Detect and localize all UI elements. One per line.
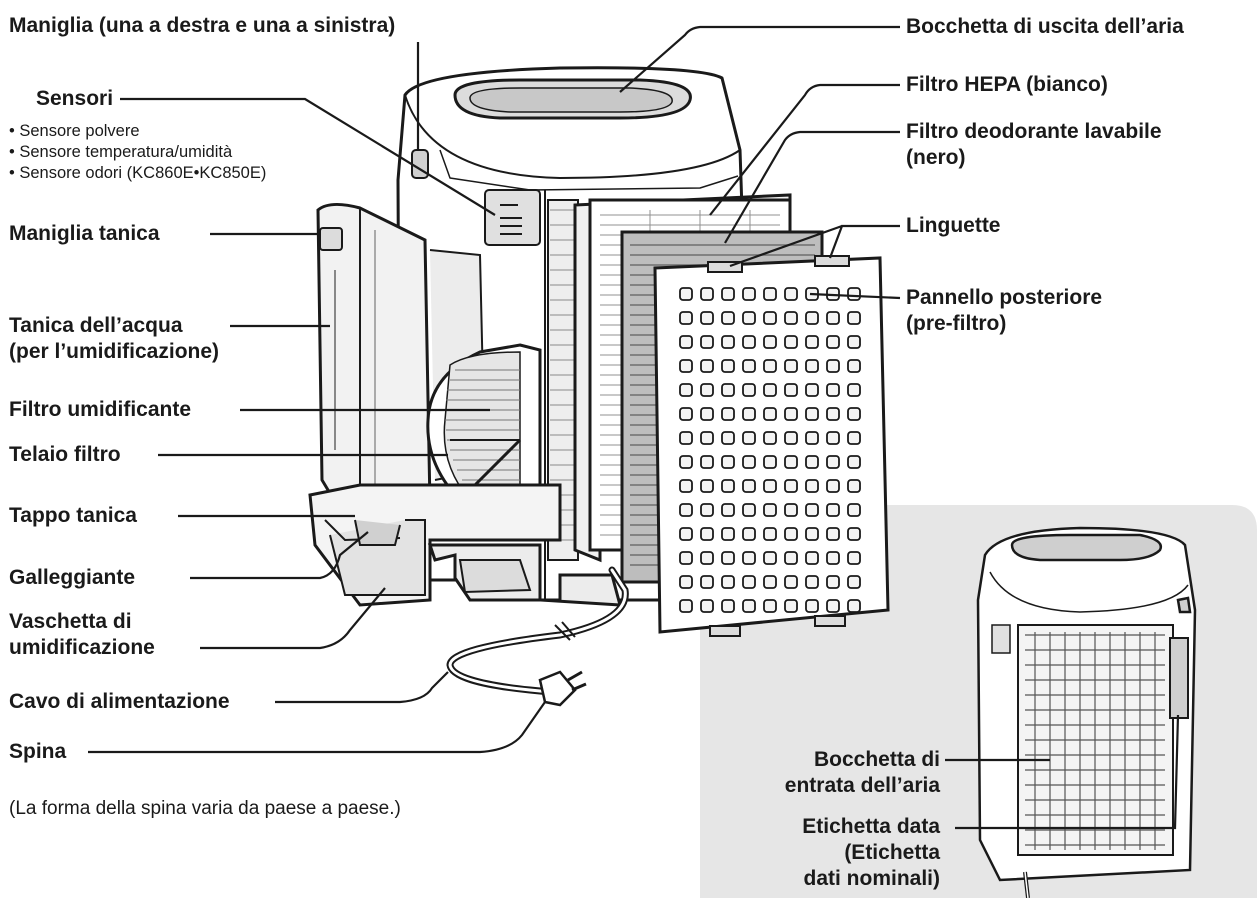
label-sensori-item-3: • Sensore odori (KC860E•KC850E): [9, 164, 267, 182]
label-pannello-line-2: (pre-filtro): [906, 312, 1007, 335]
label-tanica-line-1: Tanica dell’acqua: [9, 314, 183, 337]
label-filtro-umidificante: Filtro umidificante: [9, 398, 192, 421]
label-telaio-filtro: Telaio filtro: [9, 443, 121, 466]
label-maniglia-tanica: Maniglia tanica: [9, 222, 160, 245]
label-galleggiante: Galleggiante: [9, 566, 136, 589]
leader-sensori: [120, 97, 496, 216]
label-linguette: Linguette: [906, 214, 1001, 237]
inset-unit-drawing: [976, 526, 1197, 898]
humidifying-tray-drawing: [308, 483, 562, 607]
label-etichetta-line-3: dati nominali): [803, 867, 941, 890]
label-etichetta-line-2: (Etichetta: [844, 841, 940, 864]
label-entrata-line-1: Bocchetta di: [813, 748, 940, 771]
plug-note: (La forma della spina varia da paese a p…: [9, 798, 401, 819]
leader-vaschetta: [200, 587, 386, 650]
label-etichetta-line-1: Etichetta data: [802, 815, 940, 838]
label-spina: Spina: [9, 740, 67, 763]
label-tappo-tanica: Tappo tanica: [9, 504, 137, 527]
label-bocchetta-uscita: Bocchetta di uscita dell’aria: [906, 15, 1184, 38]
air-outlet-drawing: [453, 78, 692, 120]
leader-galleggiante: [190, 531, 369, 580]
plug-drawing: [538, 670, 587, 707]
unit-base: [427, 543, 622, 607]
label-maniglia: Maniglia (una a destra e una a sinistra): [9, 14, 396, 37]
leader-pannello: [809, 292, 901, 300]
label-vaschetta-line-2: umidificazione: [9, 636, 155, 659]
leader-spina: [88, 701, 546, 754]
leader-bocchetta-uscita: [619, 25, 900, 93]
leader-deo: [724, 130, 900, 244]
label-filtro-deo-line-2: (nero): [906, 146, 966, 169]
leader-lines: [88, 25, 1180, 830]
power-cord-drawing: [446, 566, 629, 696]
sensor-window: [484, 189, 541, 246]
label-sensori-item-1: • Sensore polvere: [9, 122, 140, 140]
label-tanica-line-2: (per l’umidificazione): [9, 340, 220, 363]
leader-cavo: [275, 671, 449, 704]
leader-linguette: [729, 224, 900, 268]
label-sensori: Sensori: [36, 87, 114, 110]
label-filtro-hepa: Filtro HEPA (bianco): [906, 73, 1108, 96]
leader-etichetta: [955, 714, 1180, 830]
label-filtro-deo-line-1: Filtro deodorante lavabile: [906, 120, 1162, 143]
label-vaschetta-line-1: Vaschetta di: [9, 610, 132, 633]
back-panel-drawing: [653, 255, 890, 637]
label-sensori-item-2: • Sensore temperatura/umidità: [9, 143, 233, 161]
label-entrata-line-2: entrata dell’aria: [784, 774, 940, 797]
label-pannello-line-1: Pannello posteriore: [906, 286, 1103, 309]
label-cavo: Cavo di alimentazione: [9, 690, 230, 713]
filter-frame-drawing: [426, 343, 542, 512]
leader-hepa: [709, 83, 900, 216]
